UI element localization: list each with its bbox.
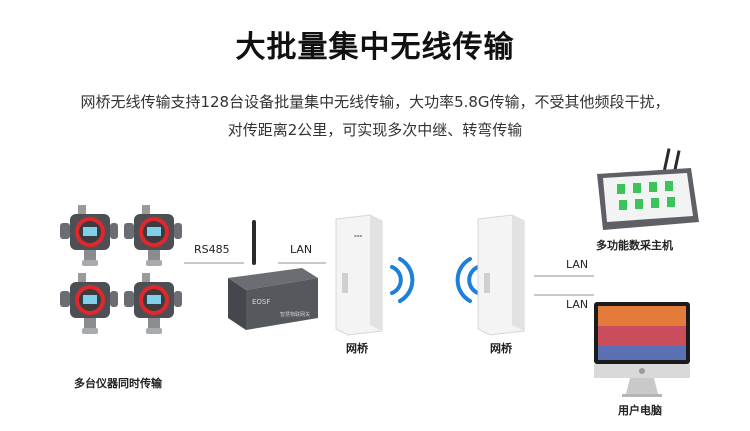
antenna-icon	[252, 220, 256, 265]
gas-detector-icon	[60, 205, 118, 266]
dtu-brand-text: EOSF	[252, 298, 270, 306]
gas-detector-icon	[124, 205, 182, 266]
lan-label-1: LAN	[290, 243, 313, 256]
dtu-gateway-device: EOSF 智慧物联网关	[228, 220, 318, 330]
pc-label: 用户电脑	[618, 404, 662, 417]
data-host-device	[597, 148, 699, 230]
gas-detector-icon	[124, 273, 182, 334]
detectors-label: 多台仪器同时传输	[74, 377, 162, 390]
lan-label-2: LAN	[566, 258, 589, 271]
antenna-icon	[673, 150, 681, 173]
description-line-2: 对传距离2公里，可实现多次中继、转弯传输	[227, 121, 523, 139]
lan-link-line-3	[534, 294, 594, 296]
gas-detector-group	[60, 205, 182, 334]
user-computer	[594, 302, 690, 397]
wireless-bridge-1: ▪▪▪	[335, 214, 383, 336]
svg-text:▪▪▪: ▪▪▪	[354, 233, 362, 238]
gas-detector-icon	[60, 273, 118, 334]
wifi-signal-right-icon	[390, 257, 415, 303]
bridge-label-2: 网桥	[490, 342, 512, 355]
lan-link-line-2	[534, 275, 594, 277]
bridge-label-1: 网桥	[346, 342, 368, 355]
dtu-model-text: 智慧物联网关	[280, 311, 310, 318]
rs485-label: RS485	[194, 243, 230, 256]
wifi-signal-left-icon	[455, 257, 480, 303]
host-label: 多功能数采主机	[596, 239, 673, 252]
page-description: 网桥无线传输支持128台设备批量集中无线传输，大功率5.8G传输，不受其他频段干…	[40, 88, 710, 144]
page-title: 大批量集中无线传输	[235, 30, 515, 65]
wireless-bridge-2	[477, 214, 525, 336]
lan-label-3: LAN	[566, 298, 589, 311]
rs485-link-line	[184, 262, 244, 264]
lan-link-line-1	[278, 262, 326, 264]
antenna-icon	[663, 148, 671, 171]
description-line-1: 网桥无线传输支持128台设备批量集中无线传输，大功率5.8G传输，不受其他频段干…	[80, 93, 670, 111]
